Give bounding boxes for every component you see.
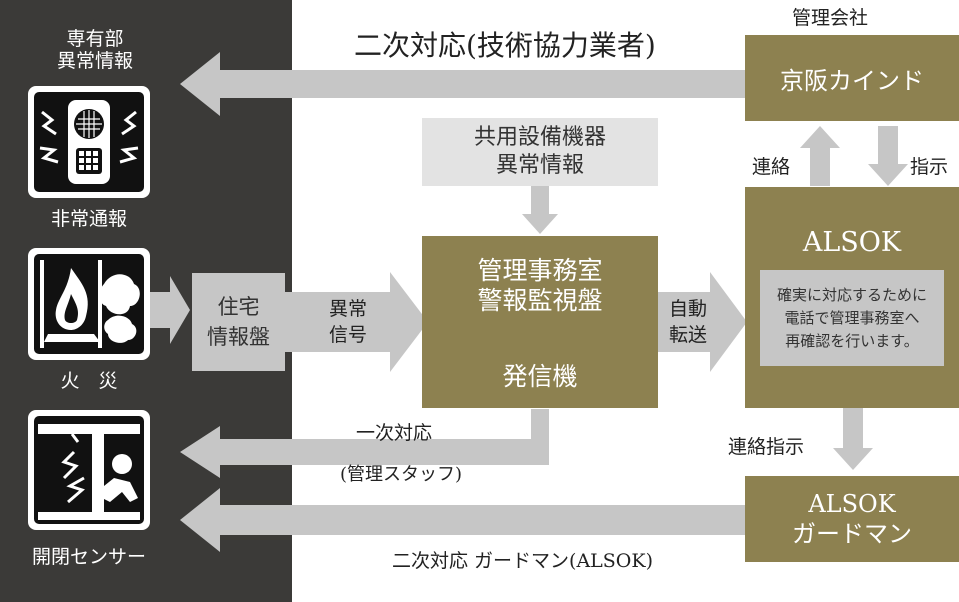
keihan-kind-box: 京阪カインド — [745, 35, 959, 121]
contact-instruction-down-arrow — [833, 408, 873, 470]
abnormal-signal-label: 異常 信号 — [328, 298, 367, 346]
door-sensor-label: 開閉センサー — [31, 546, 146, 568]
primary-response-sub-label: (管理スタッフ) — [340, 464, 463, 485]
instruction-down-arrow — [868, 126, 908, 186]
panel-to-housing-arrow — [150, 276, 190, 344]
secondary-bottom-label: 二次対応 ガードマン(ALSOK) — [392, 550, 653, 572]
secondary-bottom-arrow — [180, 488, 745, 552]
guardman-box: ALSOK ガードマン — [745, 476, 959, 562]
alsok-note: 確実に対応するために 電話で管理事務室へ 再確認を行います。 — [760, 270, 944, 366]
alarm-device-icon — [28, 86, 150, 198]
auto-transfer-arrow — [655, 272, 747, 372]
contact-up-arrow — [800, 126, 840, 186]
office-monitor-box: 管理事務室 警報監視盤 発信機 — [422, 236, 658, 408]
primary-response-label: 一次対応 — [356, 422, 433, 444]
door-sensor-icon — [28, 410, 150, 530]
equipment-down-arrow — [522, 186, 558, 234]
fire-icon — [28, 248, 150, 360]
fire-label: 火 災 — [60, 370, 118, 392]
instruction-label: 指示 — [910, 156, 949, 178]
primary-response-arrow — [180, 409, 549, 478]
alarm-label: 非常通報 — [50, 208, 127, 230]
secondary-top-arrow — [180, 52, 745, 116]
auto-transfer-label: 自動 転送 — [668, 298, 707, 346]
contact-label: 連絡 — [752, 156, 791, 178]
company-label: 管理会社 — [791, 7, 868, 29]
common-equipment-box: 共用設備機器 異常情報 — [422, 118, 658, 186]
housing-info-panel: 住宅 情報盤 — [192, 273, 285, 371]
contact-instruction-label: 連絡指示 — [728, 436, 805, 458]
transmitter-label: 発信機 — [502, 362, 578, 391]
alsok-box: ALSOK 確実に対応するために 電話で管理事務室へ 再確認を行います。 — [745, 187, 959, 408]
office-monitor-title: 管理事務室 警報監視盤 — [477, 256, 603, 315]
panel-header: 専有部 異常情報 — [56, 28, 133, 72]
secondary-top-label: 二次対応(技術協力業者) — [354, 29, 656, 62]
alsok-title: ALSOK — [802, 227, 902, 258]
abnormal-signal-arrow — [283, 272, 428, 372]
